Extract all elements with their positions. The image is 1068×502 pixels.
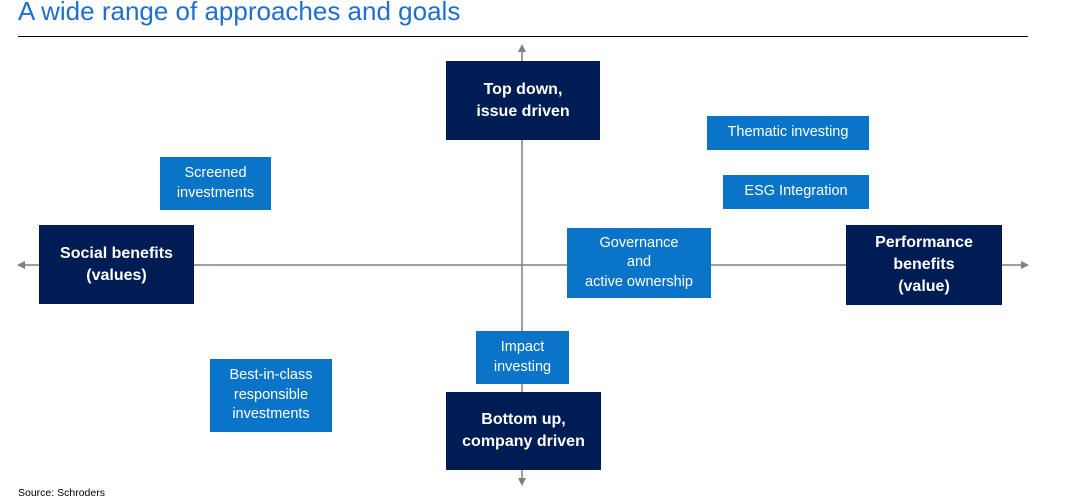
- title-divider: [18, 36, 1028, 37]
- axis-arrow-up: [518, 44, 526, 52]
- thematic-investing-box: Thematic investing: [707, 116, 869, 150]
- impact-investing-box: Impact investing: [476, 331, 569, 384]
- best-in-class-box: Best-in-class responsible investments: [210, 359, 332, 432]
- axis-left-box: Social benefits (values): [39, 225, 194, 304]
- governance-box: Governance and active ownership: [567, 228, 711, 298]
- page-title: A wide range of approaches and goals: [18, 0, 461, 26]
- axis-bottom-box: Bottom up, company driven: [446, 392, 601, 470]
- esg-integration-box: ESG Integration: [723, 175, 869, 209]
- axis-right-box: Performance benefits (value): [846, 225, 1002, 305]
- axis-top-box: Top down, issue driven: [446, 61, 600, 140]
- axis-arrow-down: [518, 478, 526, 486]
- axis-arrow-right: [1021, 261, 1029, 269]
- source-note: Source: Schroders: [18, 487, 105, 499]
- screened-investments-box: Screened investments: [160, 157, 271, 210]
- axis-arrow-left: [17, 261, 25, 269]
